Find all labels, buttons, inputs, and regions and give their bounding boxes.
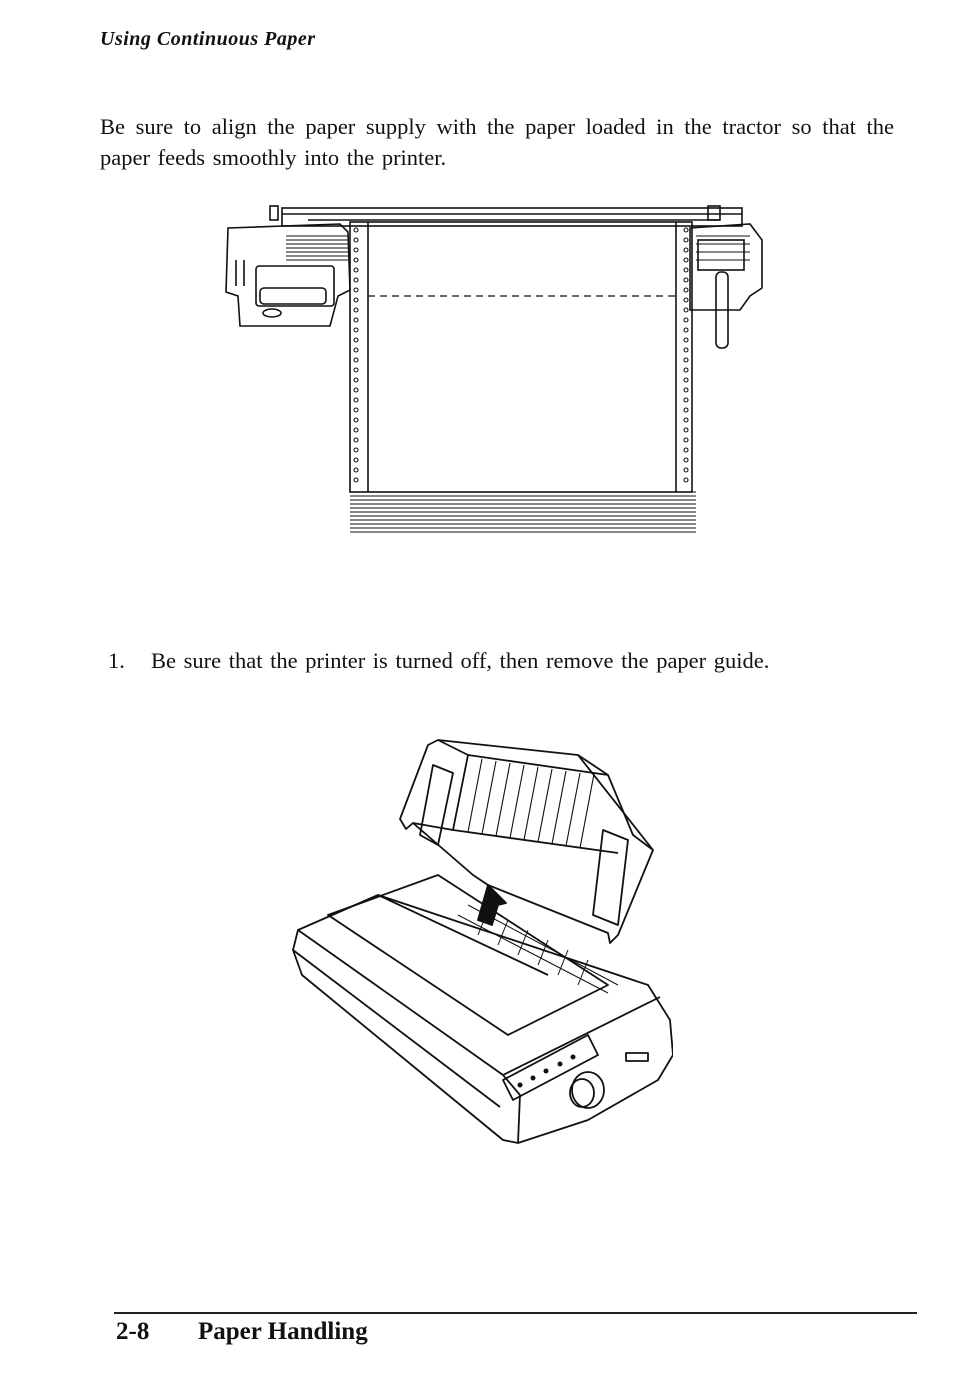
step-number: 1.	[108, 648, 125, 673]
step-1: 1. Be sure that the printer is turned off…	[108, 645, 908, 676]
remove-paper-guide-illustration	[292, 739, 673, 1144]
page-number: 2-8	[116, 1318, 150, 1345]
running-header: Using Continuous Paper	[100, 28, 316, 50]
tractor-paper-illustration	[225, 205, 763, 533]
intro-paragraph: Be sure to align the paper supply with t…	[100, 114, 894, 170]
page-footer: 2-8 Paper Handling	[116, 1318, 368, 1346]
step-text: Be sure that the printer is turned off, …	[151, 648, 770, 673]
footer-rule	[114, 1312, 917, 1314]
section-title: Paper Handling	[198, 1318, 368, 1345]
